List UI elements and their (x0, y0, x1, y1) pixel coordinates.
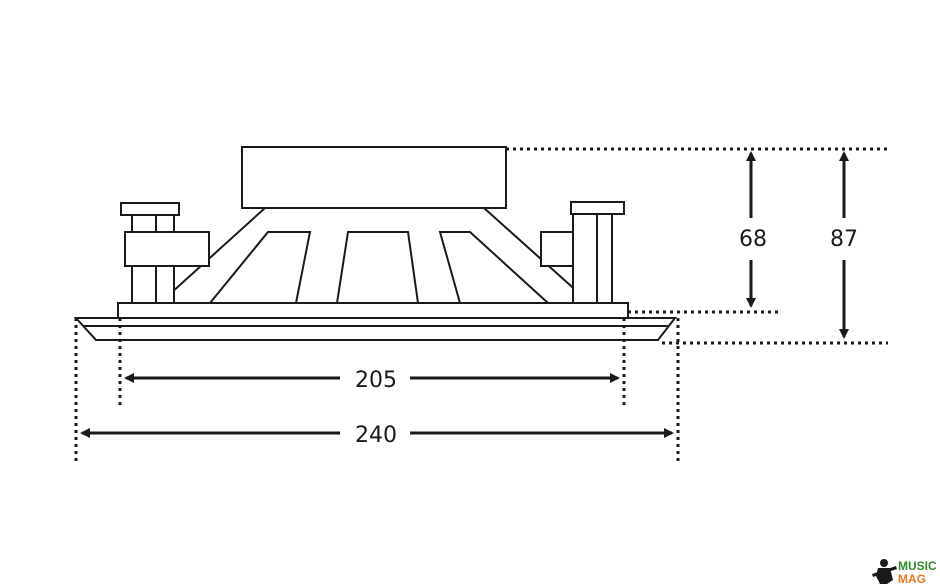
extension-lines (74, 147, 888, 462)
dimension-arrows (80, 151, 849, 438)
dimension-label-87: 87 (830, 227, 858, 252)
basket-window-center (335, 231, 420, 304)
front-flange (73, 317, 678, 341)
dimension-label-240: 240 (355, 423, 397, 448)
left-clamp-arm (124, 231, 210, 267)
watermark-logo: MUSIC MAG (872, 559, 937, 586)
dimension-label-68: 68 (739, 227, 767, 252)
watermark-text-music: MUSIC (898, 559, 937, 573)
guitarist-icon (872, 559, 897, 584)
right-clamp-post-inner (596, 213, 613, 304)
magnet-block (241, 146, 507, 209)
speaker-drawing (73, 146, 678, 341)
right-clamp-post (572, 213, 598, 304)
watermark-text-mag: MAG (898, 572, 926, 586)
right-clamp-arm (540, 231, 574, 267)
dimension-label-205: 205 (355, 368, 397, 393)
left-clamp-cap (120, 202, 180, 216)
mounting-plate (117, 302, 629, 319)
right-clamp-cap (570, 201, 625, 215)
